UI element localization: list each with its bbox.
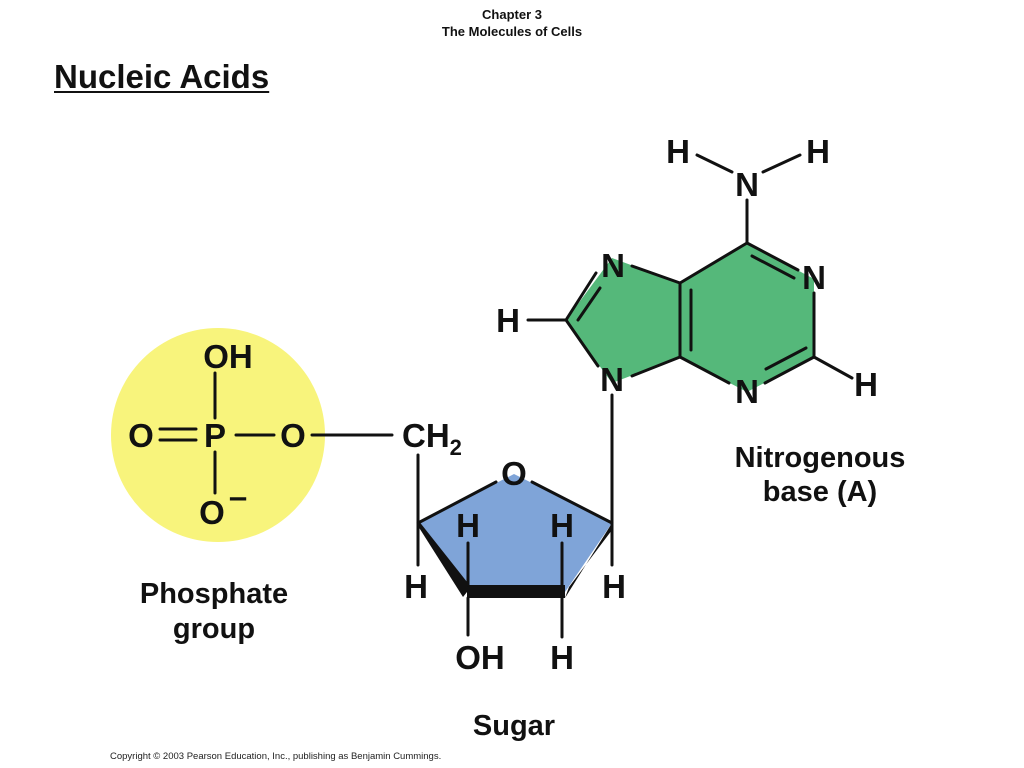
base-label-line1: Nitrogenous: [735, 442, 906, 474]
ring-bond-c2-c1-wedge: [565, 523, 612, 598]
phosphate-o-left: O: [128, 417, 154, 454]
chapter-subtitle: The Molecules of Cells: [441, 24, 583, 39]
bond-n9-c4: [630, 355, 682, 378]
bond-n7-c8: [564, 271, 598, 322]
page-title: Nucleic Acids: [54, 58, 270, 95]
phosphate-p: P: [204, 417, 226, 454]
sugar-ring-o: O: [501, 455, 527, 492]
phosphate-label-line2: group: [173, 613, 255, 645]
phosphate-minus-sign: –: [229, 478, 247, 515]
sugar-h-outer-right: H: [602, 568, 626, 605]
bond-c2-n3-double: [764, 346, 808, 371]
chapter-label: Chapter 3: [482, 7, 542, 22]
sugar-h-bottom: H: [550, 639, 574, 676]
ring-bond-c4-o: [416, 480, 498, 525]
base-label-line2: base (A): [763, 476, 877, 508]
phosphate-label-line1: Phosphate: [140, 578, 288, 610]
phosphate-circle: [111, 328, 325, 542]
slide-header: Chapter 3 The Molecules of Cells: [0, 6, 1024, 40]
bond-c5-c6: [678, 241, 749, 285]
sugar-h-outer-left: H: [404, 568, 428, 605]
ring-bond-c3-c2-thick: [467, 585, 565, 598]
bond-nh2-h-left: [695, 153, 734, 174]
base-n7: N: [601, 247, 625, 284]
phosphate-oh: OH: [203, 338, 253, 375]
bond-c5-n7: [630, 264, 682, 285]
sugar-label: Sugar: [473, 710, 555, 742]
sugar-oh-bottom: OH: [455, 639, 505, 676]
sugar-ch2: CH2: [402, 417, 462, 460]
sugar-h-inner-left: H: [456, 507, 480, 544]
ring-bond-o-c1: [530, 480, 614, 525]
sugar-h-inner-right: H: [550, 507, 574, 544]
base-amine-h-right: H: [806, 133, 830, 170]
bond-c8-n9: [564, 318, 600, 368]
base-n1: N: [802, 259, 826, 296]
copyright-footer: Copyright © 2003 Pearson Education, Inc.…: [110, 751, 442, 762]
base-n9: N: [600, 361, 624, 398]
bond-c2-h: [812, 355, 854, 380]
bond-c6-n1-double: [750, 254, 796, 280]
base-h8: H: [496, 302, 520, 339]
bond-n3-c4: [678, 355, 731, 385]
base-h2: H: [854, 366, 878, 403]
bond-c2-n3: [763, 355, 816, 385]
bond-c6-n1: [745, 241, 800, 272]
base-amine-h-left: H: [666, 133, 690, 170]
base-amine-n: N: [735, 166, 759, 203]
phosphate-o-minus: O: [199, 494, 225, 531]
bond-n7-c8-double: [576, 286, 602, 322]
ring-bond-c4-c3-wedge: [418, 520, 471, 597]
base-n3: N: [735, 373, 759, 410]
phosphate-o-right: O: [280, 417, 306, 454]
bond-nh2-h-right: [761, 153, 802, 174]
